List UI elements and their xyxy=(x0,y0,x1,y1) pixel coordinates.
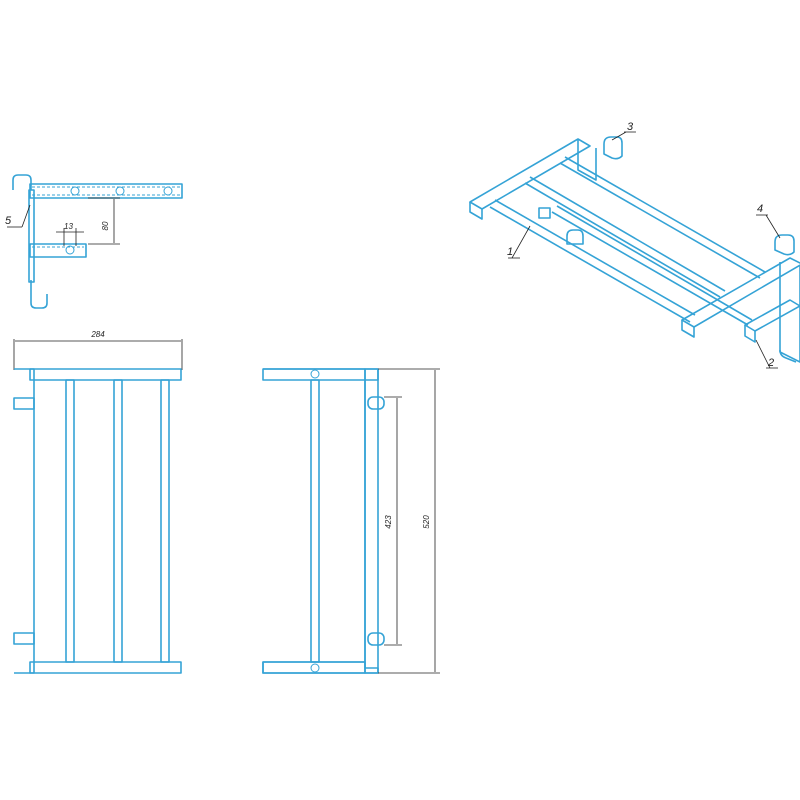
iso-lower-rail-end xyxy=(744,325,756,343)
iso-hook-2 xyxy=(779,349,797,363)
side-view-bolt-bottom xyxy=(310,663,320,673)
callout-3: 3 xyxy=(627,121,634,133)
dim-13-text: 13 xyxy=(64,222,73,231)
side-view-hook-bottom xyxy=(367,632,385,646)
iso-front-rail-end xyxy=(681,320,695,338)
top-view-hook-bottom xyxy=(30,280,48,309)
callout-1: 1 xyxy=(507,246,513,258)
side-view-hook-top xyxy=(367,396,385,410)
isometric-view: 1 2 3 4 xyxy=(469,121,800,369)
side-view-frame xyxy=(262,368,379,674)
front-view-bottom-bar xyxy=(29,661,182,674)
iso-rod-1b xyxy=(494,199,696,316)
iso-wall-plate-front xyxy=(779,262,800,363)
top-view-lower-bar xyxy=(29,243,87,258)
iso-rod-end-square xyxy=(538,207,551,219)
top-view-bolt-4 xyxy=(65,245,75,255)
iso-back-rail-end xyxy=(469,202,483,220)
iso-hook-3 xyxy=(603,136,623,160)
iso-rod-4a xyxy=(551,211,749,326)
top-view: 80 13 5 xyxy=(5,174,183,309)
top-view-upper-bar xyxy=(29,183,183,199)
front-view-rod-1 xyxy=(65,379,75,663)
front-view-bracket-pad-bottom xyxy=(13,632,35,645)
callout-2: 2 xyxy=(767,357,774,369)
iso-rod-3b xyxy=(564,156,766,273)
iso-lower-rail-top xyxy=(744,299,800,332)
callout-5: 5 xyxy=(5,215,12,227)
top-view-bolt-1 xyxy=(70,186,80,196)
callout-3-leader xyxy=(611,131,627,141)
front-view: 284 xyxy=(13,330,183,674)
front-view-wall-bracket xyxy=(14,368,35,674)
front-view-rod-3 xyxy=(160,379,170,663)
top-view-bolt-2 xyxy=(115,186,125,196)
callout-4: 4 xyxy=(757,203,763,215)
top-view-bolt-3 xyxy=(163,186,173,196)
side-view-bolt-top xyxy=(310,369,320,379)
iso-wall-plate-back xyxy=(577,139,597,181)
top-view-wall-plate xyxy=(28,189,35,283)
iso-hook-4 xyxy=(774,234,795,256)
callout-1-leader xyxy=(511,225,531,259)
dim-284-text: 284 xyxy=(90,330,105,339)
front-view-rod-2 xyxy=(113,379,123,663)
callout-2-leader xyxy=(755,339,771,369)
iso-rod-3a xyxy=(559,162,761,279)
front-view-top-bar xyxy=(29,368,182,381)
iso-back-rail-top xyxy=(469,138,591,210)
dim-423-text: 423 xyxy=(384,515,393,529)
dim-80-text: 80 xyxy=(101,221,110,230)
iso-front-rail-top xyxy=(681,257,800,328)
iso-rod-4b xyxy=(556,205,753,321)
side-view-wall-plate xyxy=(364,368,379,674)
callout-4-leader xyxy=(765,214,781,239)
side-view: 423 520 xyxy=(262,368,440,674)
iso-rod-2a xyxy=(524,182,721,298)
top-view-hook-top xyxy=(12,174,32,190)
iso-hook-mid xyxy=(566,229,584,245)
dim-520-text: 520 xyxy=(422,515,431,529)
iso-rod-2b xyxy=(529,176,726,292)
front-view-bracket-pad-top xyxy=(13,397,35,410)
iso-rod-1a xyxy=(489,206,691,323)
side-view-inner-post xyxy=(310,379,320,663)
callout-5-leader xyxy=(21,204,31,228)
